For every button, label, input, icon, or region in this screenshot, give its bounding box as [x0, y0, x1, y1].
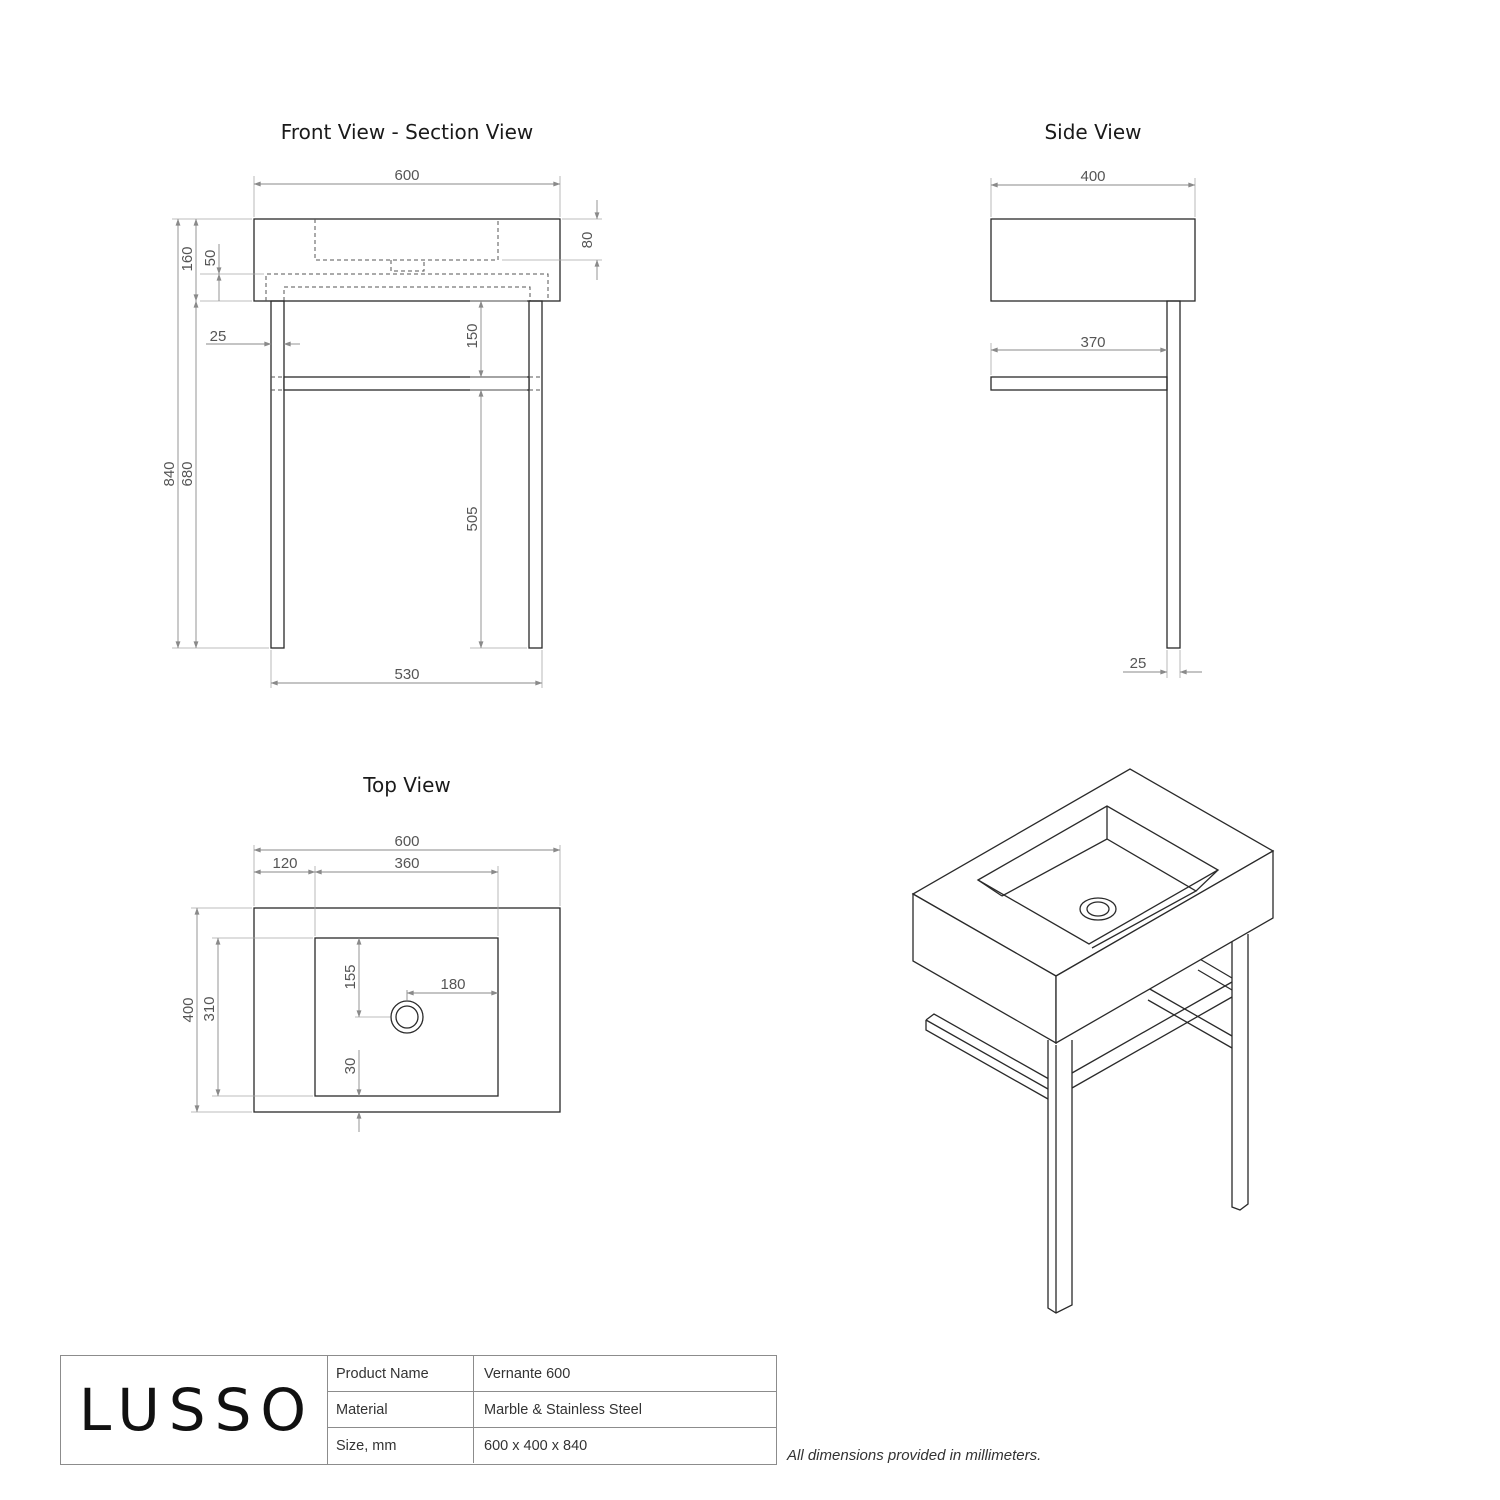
iso-front-rail: [1071, 981, 1233, 1089]
dim-top-offset: 120: [272, 855, 297, 872]
dim-front-leg-height: 680: [179, 461, 196, 486]
dimensions-footnote: All dimensions provided in millimeters.: [787, 1447, 1042, 1464]
side-view-title: Side View: [1044, 120, 1141, 144]
front-shelf-rail: [283, 376, 530, 391]
dim-front-width: 600: [394, 167, 419, 184]
dim-front-basin-depth: 80: [579, 232, 596, 249]
front-left-leg: [270, 300, 285, 649]
iso-waste-inner: [1086, 901, 1110, 917]
top-waste-inner: [395, 1005, 419, 1029]
dim-top-basin-depth: 310: [201, 996, 218, 1021]
iso-front-left-leg: [1047, 1040, 1073, 1314]
top-basin-outline: [314, 937, 499, 1097]
top-view-title: Top View: [362, 773, 451, 797]
iso-right-side-rails: [1147, 957, 1233, 1049]
side-leg: [1166, 300, 1181, 649]
dim-top-waste-y: 155: [342, 964, 359, 989]
dim-front-shelf-height: 505: [464, 506, 481, 531]
iso-waste-outer: [1079, 897, 1117, 921]
dim-top-depth: 400: [180, 997, 197, 1022]
dim-front-shelf-gap: 150: [464, 323, 481, 348]
front-frame-hidden: [265, 273, 549, 301]
title-block-row-size: Size, mm 600 x 400 x 840: [328, 1428, 776, 1463]
dim-top-waste-x: 180: [440, 976, 465, 993]
top-view: Top View 600 120 360 400 310 155 30 1: [180, 773, 561, 1132]
iso-basin-inner: [1001, 838, 1198, 949]
dim-front-leg-inset: 25: [210, 328, 227, 345]
dim-side-leg-size: 25: [1130, 655, 1147, 672]
brand-logo: LUSSO: [78, 1376, 316, 1444]
side-towel-rail: [990, 376, 1168, 391]
title-block: LUSSO Product Name Vernante 600 Material…: [60, 1355, 777, 1465]
front-basin-bowl-hidden: [314, 219, 499, 261]
dim-top-width: 600: [394, 833, 419, 850]
side-basin-slab: [990, 218, 1196, 302]
dim-front-top-offset: 50: [202, 250, 219, 267]
front-right-leg: [528, 300, 543, 649]
dim-front-top-height: 160: [179, 246, 196, 271]
isometric-view: [911, 768, 1275, 1314]
product-name-label: Product Name: [328, 1356, 474, 1391]
logo-cell: LUSSO: [61, 1356, 328, 1464]
top-waste-outer: [390, 1000, 424, 1034]
dim-top-basin-width: 360: [394, 855, 419, 872]
dim-side-depth: 400: [1080, 168, 1105, 185]
front-view-title: Front View - Section View: [281, 120, 533, 144]
title-block-row-material: Material Marble & Stainless Steel: [328, 1392, 776, 1428]
iso-slab-side: [1055, 849, 1274, 1045]
title-block-row-product: Product Name Vernante 600: [328, 1356, 776, 1392]
material-label: Material: [328, 1392, 474, 1427]
iso-back-right-leg: [1231, 934, 1249, 1211]
top-slab-outline: [253, 907, 561, 1113]
size-value: 600 x 400 x 840: [484, 1438, 588, 1454]
iso-towel-rail: [925, 1013, 1057, 1100]
dim-front-total-height: 840: [161, 461, 178, 486]
dim-top-front-rim: 30: [342, 1058, 359, 1075]
front-waste-hidden: [390, 260, 425, 272]
size-label: Size, mm: [328, 1428, 474, 1463]
dim-side-rail-length: 370: [1080, 334, 1105, 351]
front-view: Front View - Section View 600 80 840 160: [161, 120, 602, 688]
side-view: Side View 400 370 25: [990, 120, 1202, 678]
material-value: Marble & Stainless Steel: [484, 1402, 642, 1418]
product-name-value: Vernante 600: [484, 1366, 571, 1382]
dim-front-leg-span: 530: [394, 666, 419, 683]
